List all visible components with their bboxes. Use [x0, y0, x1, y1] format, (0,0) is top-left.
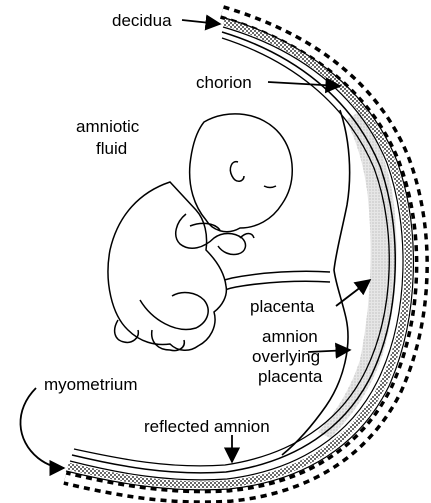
label-chorion: chorion [196, 73, 252, 92]
myometrium-arrow [20, 388, 64, 468]
label-amnion-overlying-1: amnion [262, 327, 318, 346]
placenta-arrow [336, 280, 370, 306]
label-amnion-overlying-3: placenta [258, 367, 323, 386]
label-decidua: decidua [112, 11, 172, 30]
label-amniotic-fluid-1: amniotic [76, 117, 140, 136]
label-reflected-amnion: reflected amnion [144, 417, 270, 436]
label-amnion-overlying-2: overlying [252, 347, 320, 366]
label-placenta: placenta [250, 297, 315, 316]
label-myometrium: myometrium [44, 375, 138, 394]
label-amniotic-fluid-2: fluid [96, 139, 127, 158]
decidua-arrow [182, 20, 220, 24]
